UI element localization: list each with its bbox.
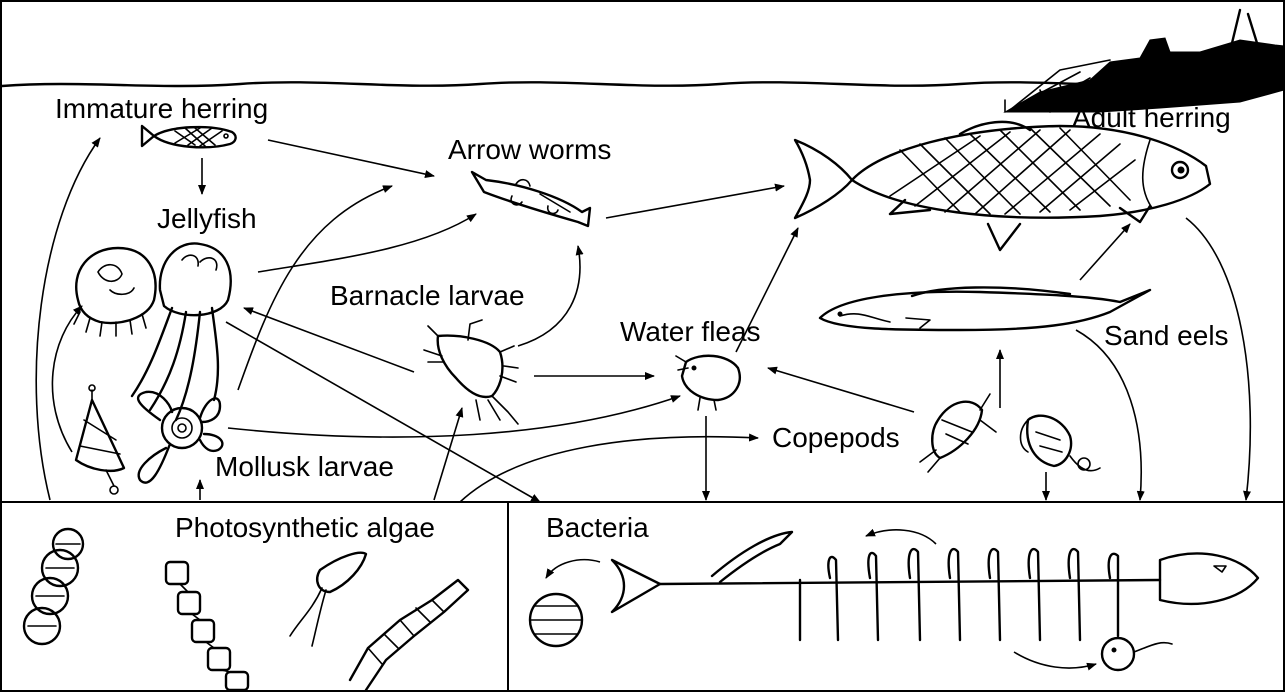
label-jellyfish: Jellyfish [157, 203, 257, 234]
label-immature-herring: Immature herring [55, 93, 268, 124]
label-copepods: Copepods [772, 422, 900, 453]
copepod-icon-2 [1021, 416, 1101, 471]
label-photosynthetic-algae: Photosynthetic algae [175, 512, 435, 543]
copepod-icon [920, 394, 996, 472]
arrow-mollusk-to-water-fleas [228, 396, 680, 437]
algae-chain-icon [24, 529, 83, 644]
arrow-skeleton-to-bacteria-top [866, 530, 936, 544]
algae-filament-icon [166, 562, 248, 690]
fishing-boat-icon [1005, 10, 1284, 112]
sand-eel-icon [820, 287, 1150, 330]
fish-skeleton-icon [612, 532, 1258, 640]
arrow-barnacle-to-jellyfish [244, 308, 414, 372]
arrow-arrow-worms-to-adult-herring [606, 186, 784, 218]
flagellate-icon [290, 553, 366, 646]
arrow-skeleton-to-bacteria-cell [1014, 652, 1096, 668]
bacteria-ball-icon [530, 594, 582, 646]
label-adult-herring: Adult herring [1072, 102, 1231, 133]
mollusk-larvae-icon [76, 385, 222, 494]
label-sand-eels: Sand eels [1104, 320, 1229, 351]
label-barnacle-larvae: Barnacle larvae [330, 280, 525, 311]
adult-herring-icon [795, 122, 1210, 250]
barnacle-larvae-icon [424, 320, 518, 424]
arrow-immature-herring-to-arrow-worms [268, 140, 434, 176]
label-mollusk-larvae: Mollusk larvae [215, 451, 394, 482]
arrow-jellyfish-to-arrow-worms [258, 214, 476, 272]
arrow-barnacle-to-arrow-worms [518, 246, 580, 346]
arrow-sand-eels-to-bacteria [1076, 330, 1141, 500]
label-water-fleas: Water fleas [620, 316, 761, 347]
label-bacteria: Bacteria [546, 512, 649, 543]
arrow-mollusk-to-jellyfish [52, 306, 82, 452]
label-arrow-worms: Arrow worms [448, 134, 611, 165]
arrow-sand-eels-to-adult-herring [1080, 224, 1130, 280]
arrow-algae-to-copepods [460, 437, 758, 502]
arrow-skeleton-to-bacteria-ball [546, 560, 600, 578]
water-flea-icon [676, 356, 740, 410]
immature-herring-icon [142, 126, 236, 147]
jellyfish-icon [74, 243, 231, 420]
arrow-copepods-to-water-fleas [768, 368, 914, 412]
arrow-worm-icon [472, 172, 590, 226]
arrow-adult-herring-to-bacteria [1186, 218, 1250, 500]
algae-strand-icon [350, 580, 468, 690]
bacteria-cell-icon [1102, 638, 1172, 670]
